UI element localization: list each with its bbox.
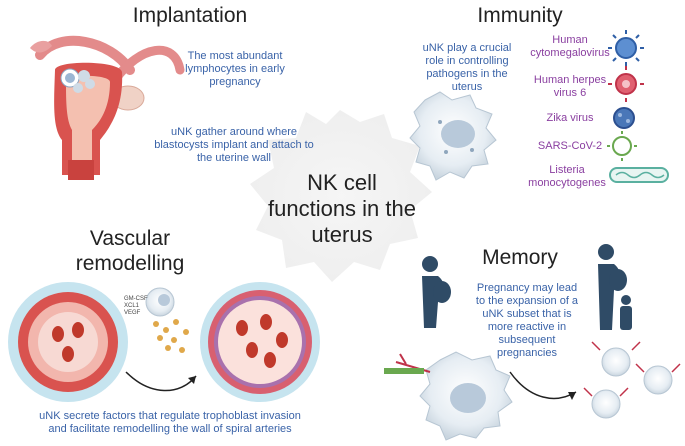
heading-line: Vascular: [89, 227, 171, 250]
note-line: blastocysts implant and attach to: [154, 139, 314, 151]
note-line: uNK subset that is: [482, 308, 572, 320]
implantation-heading: Implantation: [132, 4, 248, 27]
factor-label: VEGF: [124, 310, 141, 316]
heading-line: remodelling: [75, 252, 185, 275]
pathogen-label-cytomegalovirus: Human cytomegalovirus: [524, 34, 616, 60]
center-title: NK cell functions in the uterus: [242, 170, 442, 248]
vascular-heading: Vascular remodelling: [50, 226, 210, 276]
uterus-illustration-icon: [30, 35, 185, 180]
note-line: uNK play a crucial: [422, 42, 512, 54]
herpes-virus-icon: [608, 66, 644, 102]
background-nk-cell-icon: [250, 110, 432, 282]
memory-arrow-icon: [509, 371, 577, 400]
center-title-line: functions in the: [268, 196, 416, 221]
pathogen-line: Listeria: [549, 164, 585, 176]
note-line: and facilitate remodelling the wall of s…: [48, 423, 292, 435]
parent-with-child-icon: [598, 244, 632, 330]
pathogen-label-herpes: Human herpes virus 6: [524, 74, 616, 100]
factor-label: XCL1: [124, 303, 140, 309]
note-line: uterus: [451, 81, 483, 93]
note-line: more reactive in: [487, 321, 567, 333]
factor-label: GM-CSF: [124, 296, 148, 302]
memory-heading: Memory: [482, 246, 558, 269]
vascular-note: uNK secrete factors that regulate tropho…: [10, 410, 330, 436]
note-line: uNK gather around where: [171, 126, 297, 138]
immunity-note: uNK play a crucial role in controlling p…: [412, 42, 522, 94]
factor-list: GM-CSF XCL1 VEGF: [124, 296, 164, 317]
expanded-nk-cells-icon: [583, 341, 681, 419]
cytomegalovirus-icon: [608, 30, 644, 66]
note-line: the uterine wall: [197, 152, 271, 164]
pathogen-label-listeria: Listeria monocytogenes: [520, 164, 614, 190]
pregnant-person-icon: [422, 256, 451, 328]
immunity-heading: Immunity: [477, 4, 563, 27]
sars-cov-2-icon: [607, 131, 637, 161]
arrow-icon: [125, 371, 197, 392]
listeria-icon: [609, 167, 669, 183]
note-line: pregnancies: [497, 347, 557, 359]
pathogen-line: Human herpes: [533, 74, 607, 86]
center-title-line: uterus: [311, 222, 373, 247]
memory-nk-cell-icon: [384, 351, 513, 441]
pathogen-line: cytomegalovirus: [530, 47, 610, 59]
factor-secreting-nk-cell-icon: [145, 287, 189, 353]
implantation-note-gather: uNK gather around where blastocysts impl…: [134, 126, 334, 165]
pathogen-line: Zika virus: [546, 112, 594, 124]
note-line: The most abundant: [187, 50, 283, 62]
pathogen-line: SARS-CoV-2: [537, 140, 603, 152]
pathogen-line: virus 6: [553, 87, 587, 99]
pathogen-label-zika: Zika virus: [524, 112, 616, 125]
artery-before-icon: [8, 282, 128, 402]
note-line: subsequent: [498, 334, 556, 346]
pathogen-line: monocytogenes: [528, 177, 606, 189]
note-line: uNK secrete factors that regulate tropho…: [39, 410, 301, 422]
pathogen-label-sars: SARS-CoV-2: [524, 140, 616, 153]
note-line: pregnancy: [209, 76, 261, 88]
memory-note: Pregnancy may lead to the expansion of a…: [462, 282, 592, 360]
note-line: pathogens in the: [426, 68, 508, 80]
implantation-note-abundant: The most abundant lymphocytes in early p…: [170, 50, 300, 89]
note-line: role in controlling: [425, 55, 509, 67]
artery-after-icon: [200, 282, 320, 402]
center-title-line: NK cell: [307, 170, 377, 195]
note-line: lymphocytes in early: [185, 63, 285, 75]
note-line: to the expansion of a: [475, 295, 579, 307]
pathogen-line: Human: [552, 34, 588, 46]
note-line: Pregnancy may lead: [476, 282, 578, 294]
zika-virus-icon: [613, 107, 635, 129]
immunity-nk-cell-icon: [409, 91, 497, 181]
